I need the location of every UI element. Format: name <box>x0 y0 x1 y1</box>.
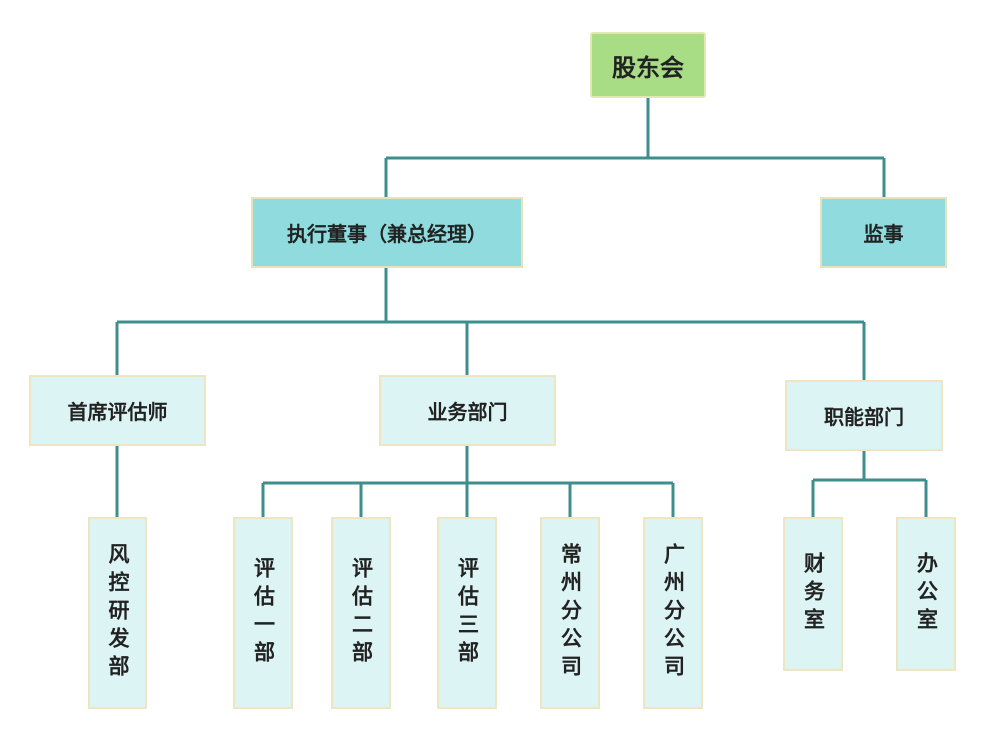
connector-business <box>261 446 675 517</box>
connector-functional <box>811 451 928 517</box>
node-executive-director: 执行董事（兼总经理） <box>251 197 523 268</box>
node-appraisal-dept-2: 评估二部 <box>331 517 391 709</box>
node-general-office: 办公室 <box>896 517 956 671</box>
node-changzhou-branch: 常州分公司 <box>540 517 600 709</box>
node-risk-control-rd: 风控研发部 <box>88 517 147 709</box>
connector-root <box>384 97 886 197</box>
node-guangzhou-branch: 广州分公司 <box>643 517 703 709</box>
node-business-department: 业务部门 <box>379 375 556 446</box>
node-chief-appraiser: 首席评估师 <box>29 375 206 446</box>
node-functional-department: 职能部门 <box>785 380 943 451</box>
node-supervisor: 监事 <box>820 197 947 268</box>
node-appraisal-dept-1: 评估一部 <box>233 517 293 709</box>
node-appraisal-dept-3: 评估三部 <box>437 517 497 709</box>
node-finance-office: 财务室 <box>783 517 843 671</box>
connector-executive <box>115 267 866 380</box>
node-shareholders-meeting: 股东会 <box>590 32 706 98</box>
